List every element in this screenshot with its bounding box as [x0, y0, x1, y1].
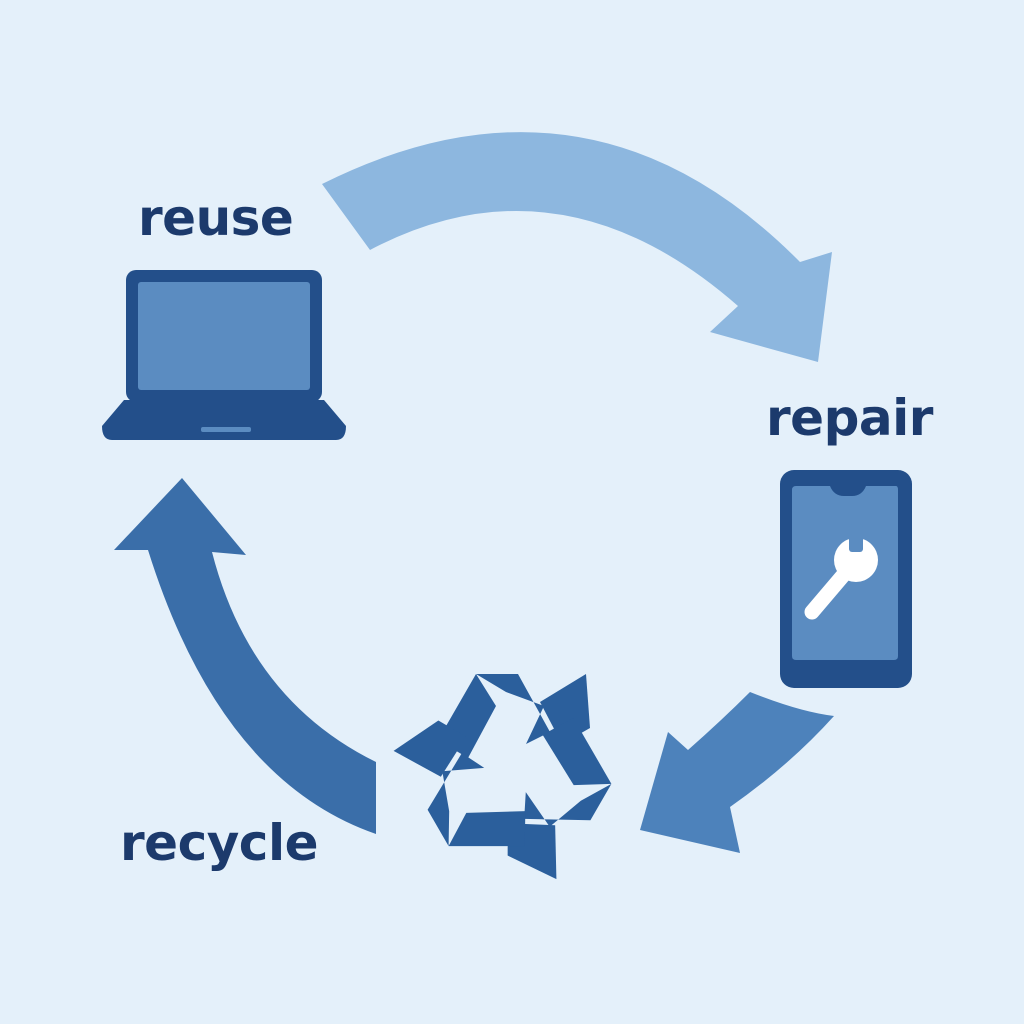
arrow-recycle-to-reuse — [114, 478, 376, 834]
arrow-repair-to-recycle — [640, 692, 834, 853]
label-recycle: recycle — [120, 814, 319, 872]
wrench-icon — [804, 524, 878, 620]
phone-wrench-icon — [780, 470, 912, 688]
label-reuse: reuse — [138, 189, 294, 247]
label-repair: repair — [766, 389, 933, 447]
laptop-icon — [102, 270, 346, 440]
arrow-reuse-to-repair — [322, 132, 832, 362]
recycle-icon — [393, 674, 612, 880]
